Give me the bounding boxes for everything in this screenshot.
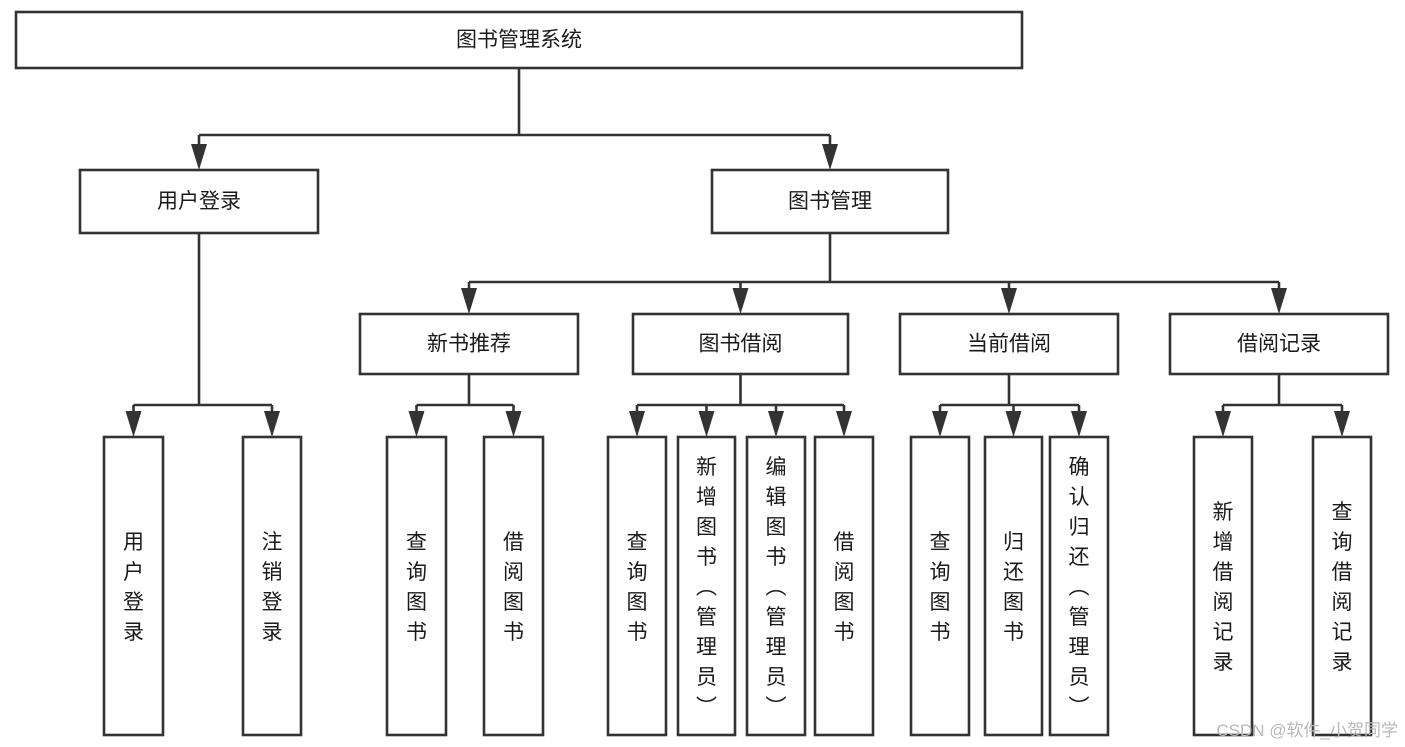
node-box[interactable] — [898, 312, 1120, 376]
node-box[interactable] — [385, 435, 448, 737]
node-label: 新增图书︵管理员︶ — [696, 456, 717, 719]
node-box[interactable] — [1192, 435, 1254, 737]
node-box[interactable] — [78, 168, 320, 235]
arrow-head-book-management-to-current-borrow — [1001, 288, 1017, 314]
node-leaf-logout-login[interactable]: 注销登录 — [241, 435, 303, 737]
node-root-图书管理系统[interactable]: 图书管理系统 — [14, 10, 1024, 70]
arrow-head-borrow-record-to-leaf-add-borrow-record — [1215, 411, 1231, 437]
node-box[interactable] — [983, 435, 1044, 737]
node-box[interactable] — [606, 435, 668, 737]
arrow-head-borrow-record-to-leaf-query-borrow-record — [1334, 411, 1350, 437]
node-label: 借阅图书 — [503, 531, 524, 644]
arrow-head-new-book-recommend-to-leaf-borrow-book-new — [505, 411, 522, 437]
node-label: 注销登录 — [262, 531, 283, 644]
node-label: 查询图书 — [930, 531, 951, 644]
arrow-head-root-to-user-login — [191, 144, 207, 170]
node-box[interactable] — [909, 435, 971, 737]
node-box[interactable] — [1168, 312, 1390, 376]
arrow-head-current-borrow-to-leaf-return-book — [1005, 411, 1022, 437]
node-label: 查询借阅记录 — [1332, 501, 1353, 674]
arrow-head-book-borrow-to-leaf-borrow-book — [836, 411, 852, 437]
node-box[interactable] — [102, 435, 165, 737]
node-box[interactable] — [676, 435, 737, 737]
node-user-login[interactable]: 用户登录 — [78, 168, 320, 235]
node-box[interactable] — [14, 10, 1024, 70]
arrow-head-book-borrow-to-leaf-add-book-admin — [698, 411, 715, 437]
node-label: 图书管理 — [788, 190, 872, 213]
node-label: 用户登录 — [157, 190, 241, 213]
node-box[interactable] — [241, 435, 303, 737]
node-label: 编辑图书︵管理员︶ — [766, 456, 787, 719]
node-leaf-add-borrow-record[interactable]: 新增借阅记录 — [1192, 435, 1254, 737]
nodes-layer: 图书管理系统用户登录图书管理新书推荐图书借阅当前借阅借阅记录用户登录注销登录查询… — [14, 10, 1390, 737]
node-new-book-recommend[interactable]: 新书推荐 — [358, 312, 580, 376]
node-box[interactable] — [631, 312, 850, 376]
node-label: 确认归还︵管理员︶ — [1069, 456, 1090, 719]
node-leaf-query-book-new[interactable]: 查询图书 — [385, 435, 448, 737]
csdn-watermark: CSDN @软件_小贺同学 — [1216, 721, 1398, 740]
arrow-head-book-management-to-borrow-record — [1271, 288, 1287, 314]
node-label: 用户登录 — [123, 531, 144, 644]
node-label: 新增借阅记录 — [1213, 501, 1234, 674]
node-label: 查询图书 — [627, 531, 648, 644]
node-label: 图书管理系统 — [456, 29, 582, 52]
node-label: 新书推荐 — [427, 333, 511, 356]
arrow-head-root-to-book-management — [822, 144, 838, 170]
arrow-head-user-login-to-leaf-logout-login — [264, 411, 280, 437]
arrow-head-book-borrow-to-leaf-query-book-borrow — [629, 411, 645, 437]
node-leaf-borrow-book-new[interactable]: 借阅图书 — [482, 435, 545, 737]
node-leaf-query-borrow-record[interactable]: 查询借阅记录 — [1311, 435, 1373, 737]
node-box[interactable] — [1311, 435, 1373, 737]
node-book-management[interactable]: 图书管理 — [710, 168, 950, 235]
node-box[interactable] — [710, 168, 950, 235]
node-box[interactable] — [745, 435, 807, 737]
node-label: 查询图书 — [406, 531, 427, 644]
arrow-head-current-borrow-to-leaf-query-book-current — [932, 411, 948, 437]
node-leaf-confirm-return-admin[interactable]: 确认归还︵管理员︶ — [1048, 435, 1110, 737]
node-borrow-record[interactable]: 借阅记录 — [1168, 312, 1390, 376]
node-label: 图书借阅 — [699, 333, 783, 356]
arrow-head-user-login-to-leaf-user-login — [125, 411, 142, 437]
node-box[interactable] — [813, 435, 875, 737]
arrow-head-new-book-recommend-to-leaf-query-book-new — [408, 411, 425, 437]
node-box[interactable] — [358, 312, 580, 376]
arrow-head-book-management-to-book-borrow — [732, 288, 749, 314]
node-leaf-borrow-book[interactable]: 借阅图书 — [813, 435, 875, 737]
node-label: 借阅图书 — [834, 531, 855, 644]
arrow-head-current-borrow-to-leaf-confirm-return-admin — [1071, 411, 1087, 437]
node-box[interactable] — [482, 435, 545, 737]
node-label: 归还图书 — [1003, 531, 1024, 644]
node-leaf-query-book-borrow[interactable]: 查询图书 — [606, 435, 668, 737]
node-label: 当前借阅 — [967, 333, 1051, 356]
node-book-borrow[interactable]: 图书借阅 — [631, 312, 850, 376]
node-label: 借阅记录 — [1237, 333, 1321, 356]
arrow-head-book-management-to-new-book-recommend — [461, 288, 477, 314]
node-leaf-user-login[interactable]: 用户登录 — [102, 435, 165, 737]
node-leaf-add-book-admin[interactable]: 新增图书︵管理员︶ — [676, 435, 737, 737]
node-leaf-edit-book-admin[interactable]: 编辑图书︵管理员︶ — [745, 435, 807, 737]
node-leaf-query-book-current[interactable]: 查询图书 — [909, 435, 971, 737]
edges-layer — [125, 68, 1350, 437]
arrow-head-book-borrow-to-leaf-edit-book-admin — [768, 411, 784, 437]
node-box[interactable] — [1048, 435, 1110, 737]
node-current-borrow[interactable]: 当前借阅 — [898, 312, 1120, 376]
node-leaf-return-book[interactable]: 归还图书 — [983, 435, 1044, 737]
